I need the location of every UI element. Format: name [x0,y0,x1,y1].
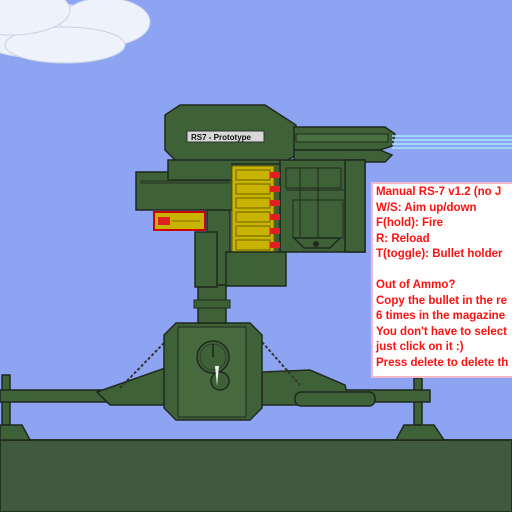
magazine-round [235,225,280,237]
help-ammo-line: Press delete to delete th [376,356,509,369]
receiver-rail [344,159,366,253]
help-control-line: R: Reload [376,232,430,245]
cloud [0,0,151,64]
help-ammo-line: You don't have to select [376,325,507,338]
pedestal-column-inner [194,231,218,288]
pedestal-ring [193,299,231,309]
help-control-line: T(toggle): Bullet holder [376,248,503,260]
cradle [225,251,287,287]
magazine-rounds [235,169,280,251]
left-chain [119,341,166,389]
help-panel: Manual RS-7 v1.2 (no J W/S: Aim up/down … [371,182,512,378]
left-bracket-slot [140,180,230,184]
spare-bullet-icon[interactable] [153,211,206,231]
help-spacer [376,263,512,279]
help-control-line: F(hold): Fire [376,217,444,229]
magazine-round [235,197,280,209]
elevation-dial-icon [196,340,230,391]
help-ammo-line: just click on it :) [376,341,464,353]
barrel-tube [295,133,389,143]
magazine-round [235,169,280,181]
help-title: Manual RS-7 v1.2 (no J [376,186,502,198]
magazine-round [235,211,280,223]
help-ammo-line: Copy the bullet in the re [376,294,507,307]
magazine-round [235,239,280,251]
muzzle-flash-icon [392,135,512,149]
ground [0,439,512,512]
right-chain [261,341,301,386]
magazine-round [235,183,280,195]
ejection-port [313,241,319,247]
nameplate-label: RS7 - Prototype [191,133,252,142]
nameplate-plate [186,130,265,143]
help-ammo-line: Out of Ammo? [376,279,456,291]
help-ammo-line: 6 times in the magazine [376,310,506,322]
help-control-line: W/S: Aim up/down [376,201,477,214]
right-leg-foot [294,391,376,407]
